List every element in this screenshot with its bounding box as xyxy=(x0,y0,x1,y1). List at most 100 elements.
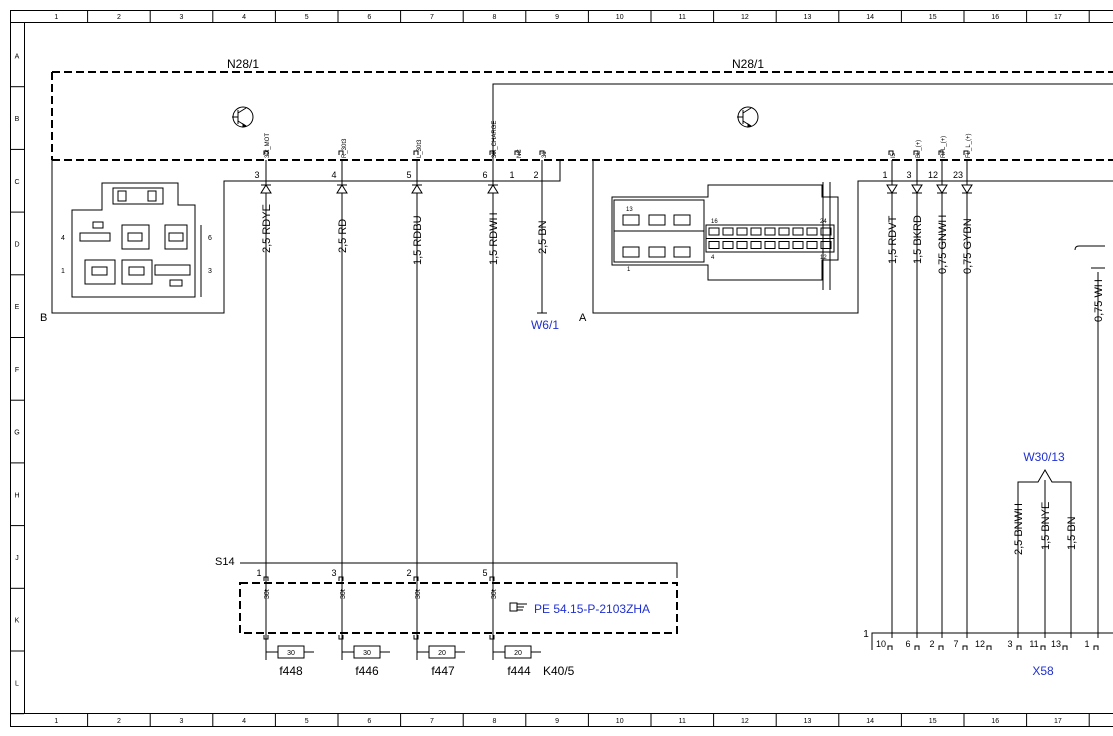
x58-pin-number: 1 xyxy=(1084,639,1089,649)
pin-number: 5 xyxy=(406,170,411,180)
x58-pin-tick xyxy=(938,645,944,650)
x58-pin-number: 10 xyxy=(876,639,886,649)
column-index: 2 xyxy=(117,14,121,21)
column-index: 4 xyxy=(242,718,246,725)
wire-label: 0,75 WH xyxy=(1093,279,1105,322)
s14-pin-ticks xyxy=(263,576,495,640)
module-label-right: N28/1 xyxy=(732,57,764,71)
x58-pin-tick xyxy=(986,645,992,650)
column-index: 5 xyxy=(305,718,309,725)
connector-a-cell xyxy=(806,241,818,249)
row-index: E xyxy=(15,304,20,311)
row-index: K xyxy=(15,618,20,625)
column-index: 10 xyxy=(616,14,624,21)
x58-pin-tick xyxy=(914,645,920,650)
connector-a-cell xyxy=(750,241,762,249)
connector-a-cell xyxy=(792,227,804,236)
row-index: F xyxy=(15,367,19,374)
x58-left-mark: 1 xyxy=(863,629,869,640)
x58-pin-number: 7 xyxy=(953,639,958,649)
connector-a-cell xyxy=(736,241,748,249)
fuse-f448: 30 f448 xyxy=(277,645,305,678)
column-index: 10 xyxy=(616,718,624,725)
row-index: H xyxy=(14,492,19,499)
s14-pin-signal: 30t xyxy=(415,589,422,599)
pin-i5: I5 1 xyxy=(882,152,897,180)
pin-number: 2 xyxy=(533,170,538,180)
connector-a-pin-number: 12 xyxy=(820,255,827,261)
connector-b-pin-number: 1 xyxy=(61,268,65,275)
connector-a-cell xyxy=(708,241,720,249)
connector-a-cell xyxy=(820,227,832,236)
pin-number: 1 xyxy=(509,170,514,180)
column-index: 5 xyxy=(305,14,309,21)
wires-right xyxy=(891,160,1105,638)
pin-number: 23 xyxy=(953,170,963,180)
column-index: 17 xyxy=(1054,14,1062,21)
s14-pin-number: 2 xyxy=(406,568,411,578)
row-index: C xyxy=(14,179,19,186)
column-index: 14 xyxy=(866,14,874,21)
pin-signal: 30t_MOT xyxy=(265,133,271,158)
pin-number: 4 xyxy=(331,170,336,180)
column-index: 16 xyxy=(991,14,999,21)
connector-a-cell xyxy=(722,241,734,249)
column-index: 13 xyxy=(804,718,812,725)
x58-pin-number: 2 xyxy=(929,639,934,649)
fuse-name: f444 xyxy=(507,664,531,678)
connector-a-cell xyxy=(806,227,818,236)
w30-reference[interactable]: W30/13 xyxy=(1023,450,1065,464)
connector-a-cell xyxy=(820,241,832,249)
diode-icon xyxy=(260,184,499,194)
row-index: A xyxy=(15,53,20,60)
diode-icon xyxy=(886,184,973,194)
pin-signal: R_30t3 xyxy=(342,138,348,158)
row-index: J xyxy=(15,555,19,562)
pin-bl: BL_(+) 3 xyxy=(906,140,922,180)
s14-pin-number: 3 xyxy=(331,568,336,578)
connector-a-cell xyxy=(750,227,762,236)
x58-pin-tick xyxy=(1040,645,1046,650)
pin-signal: BL_(+) xyxy=(916,140,922,158)
transistor-icon xyxy=(232,106,254,128)
pin-number: 3 xyxy=(906,170,911,180)
fuse-name: f446 xyxy=(355,664,379,678)
pin-signal: 30t_CHARGE xyxy=(492,121,498,158)
connector-a-cell xyxy=(736,227,748,236)
x58-connector xyxy=(871,632,1113,650)
column-index: 1 xyxy=(54,14,58,21)
x58-reference[interactable]: X58 xyxy=(1032,664,1054,678)
column-index: 9 xyxy=(555,14,559,21)
x58-pin-tick xyxy=(1016,645,1022,650)
wire-label: 1,5 BNYE xyxy=(1040,502,1052,550)
pin-number: 12 xyxy=(928,170,938,180)
x58-pin-number: 13 xyxy=(1051,639,1061,649)
wire-label: 1,5 BN xyxy=(1066,516,1078,550)
ground-reference[interactable]: W6/1 xyxy=(531,318,559,332)
column-index: 1 xyxy=(54,718,58,725)
s14-label: S14 xyxy=(215,556,235,568)
connector-a-cell xyxy=(778,227,790,236)
connector-a-pin-number: 13 xyxy=(626,207,633,213)
pin-signal: L_30t3 xyxy=(417,139,423,158)
connector-a-cell xyxy=(722,227,734,236)
sheet-frame xyxy=(10,10,1113,727)
fuse-name: f447 xyxy=(431,664,455,678)
pin-number: 3 xyxy=(254,170,259,180)
wire-label: 2,5 RDYE xyxy=(261,204,273,253)
connector-a-cell xyxy=(792,241,804,249)
connector-a-label: A xyxy=(579,312,587,324)
connector-a-cell xyxy=(764,241,776,249)
s14-pin-signal: 30t xyxy=(340,589,347,599)
x58-pin-tick xyxy=(962,645,968,650)
column-index: 15 xyxy=(929,718,937,725)
s14-reference-link[interactable]: PE 54.15-P-2103ZHA xyxy=(534,602,650,616)
column-index: 12 xyxy=(741,718,749,725)
s14-boundary xyxy=(239,562,678,634)
pin-number: 6 xyxy=(482,170,487,180)
fuse-name: f448 xyxy=(279,664,303,678)
pin-r-30t3: R_30t3 4 xyxy=(331,138,348,180)
column-index: 3 xyxy=(180,14,184,21)
